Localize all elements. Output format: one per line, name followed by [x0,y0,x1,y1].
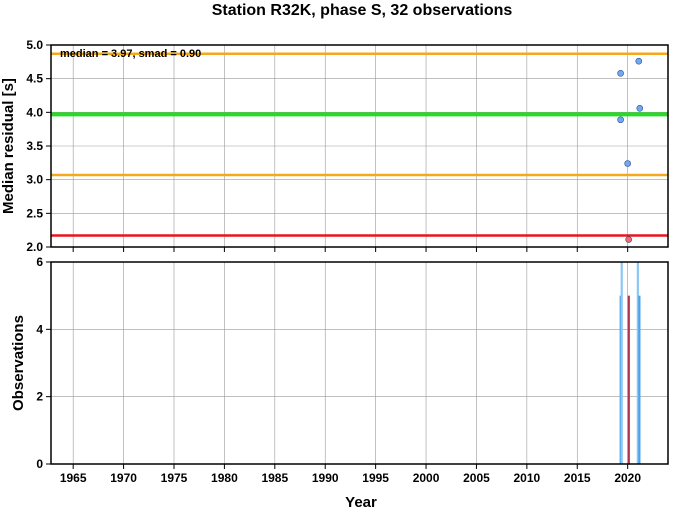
top-y-ticks: 2.0 2.5 3.0 3.5 4.0 4.5 5.0 [26,38,51,254]
x-tick-label: 1990 [312,471,339,485]
bottom-panel-frame [50,261,669,465]
residual-point [617,116,624,124]
observation-bar [638,295,641,464]
observation-bars [619,262,641,464]
observation-bar [620,262,623,464]
x-tick-label: 1995 [362,471,389,485]
y-tick-label: 4 [36,322,43,336]
bottom-y-axis-label: Observations [10,315,27,411]
x-tick-label: 1970 [110,471,137,485]
x-axis-label: Year [345,494,377,511]
y-tick-label: 6 [36,255,43,269]
y-tick-label: 3.5 [26,139,43,153]
x-ticks: 1965 1970 1975 1980 1985 1990 1995 2000 2005 2010… [60,247,641,485]
residual-point [624,160,631,167]
y-tick-label: 2.5 [26,206,43,220]
residual-point [625,236,632,243]
observation-bar [636,262,639,464]
x-tick-label: 2000 [413,471,440,485]
median-annotation: median = 3.97, smad = 0.90 [60,48,201,60]
x-tick-label: 2005 [463,471,490,485]
residual-point [636,104,644,112]
x-tick-label: 1975 [161,471,188,485]
y-tick-label: 2.0 [26,240,43,254]
bottom-panel-grid [51,261,668,465]
residual-point [617,69,624,77]
y-tick-label: 4.0 [26,105,43,119]
y-tick-label: 5.0 [26,38,43,52]
y-tick-label: 3.0 [26,173,43,187]
bottom-y-ticks: 0 2 4 6 [36,255,51,471]
y-tick-label: 4.5 [26,72,43,86]
x-tick-label: 1980 [211,471,238,485]
x-tick-label: 1965 [60,471,87,485]
residual-points [617,57,644,243]
y-tick-label: 0 [36,457,43,471]
x-tick-label: 2020 [614,471,641,485]
residual-point [635,57,643,65]
top-y-axis-label: Median residual [s] [0,78,17,214]
reference-lines [51,52,668,237]
x-tick-label: 2010 [514,471,541,485]
x-tick-label: 1985 [261,471,288,485]
x-tick-label: 2015 [564,471,591,485]
y-tick-label: 2 [36,390,43,404]
observation-bar [627,295,630,464]
top-panel-grid [51,44,668,248]
chart-title: Station R32K, phase S, 32 observations [212,2,513,19]
